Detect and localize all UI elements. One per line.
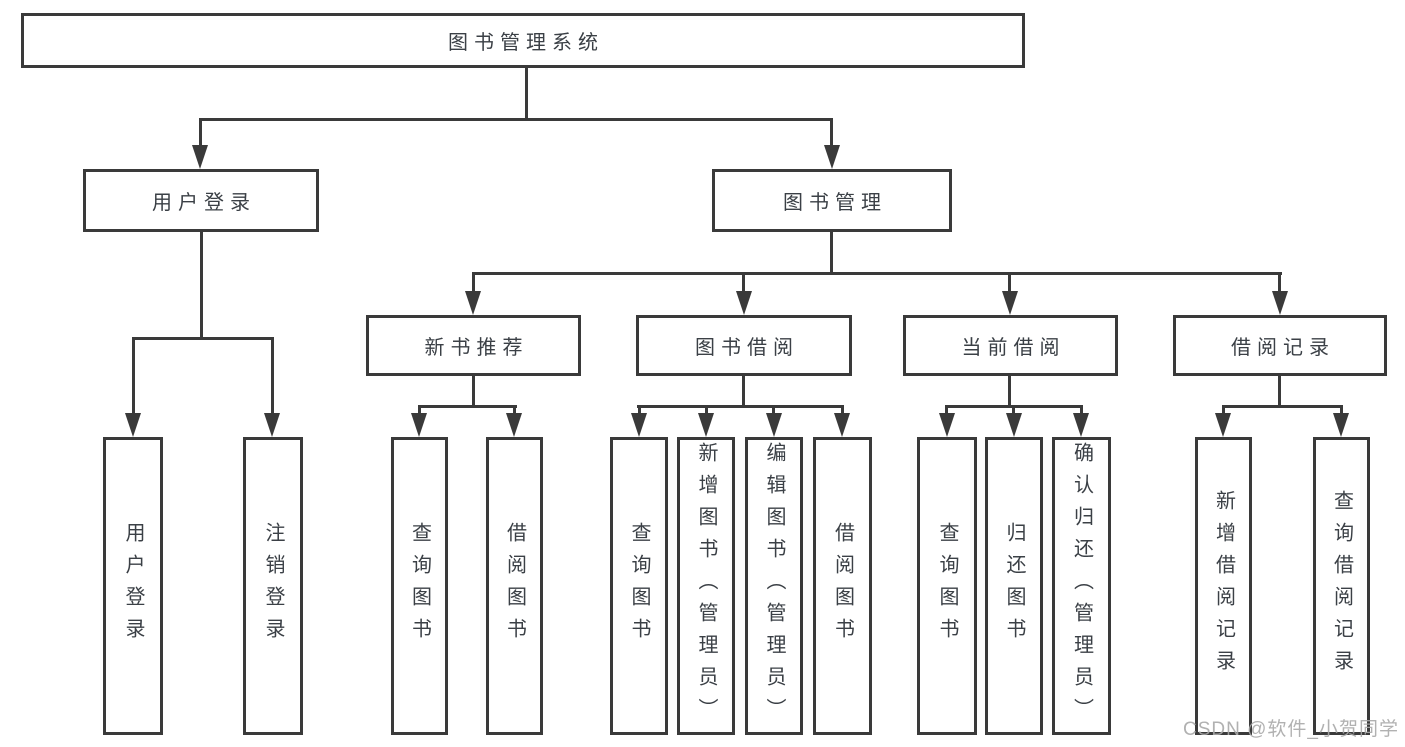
edge-drop-leaf-logout [271, 337, 274, 415]
node-borrow-record: 借阅记录 [1173, 315, 1387, 376]
node-current-borrow: 当前借阅 [903, 315, 1118, 376]
node-root: 图书管理系统 [21, 13, 1025, 68]
edge-drop-borrow-book-borrow [841, 405, 844, 417]
arrowhead-icon [264, 413, 280, 437]
leaf-query-borrow-record: 查询借阅记录 [1313, 437, 1370, 735]
csdn-watermark: CSDN @软件_小贺同学 [1183, 719, 1399, 740]
edge-new-book-rec-stub [472, 374, 475, 408]
leaf-confirm-return-admin: 确认归还（管理员） [1052, 437, 1111, 735]
arrowhead-icon [736, 291, 752, 315]
edge-drop-query-borrow-record [1340, 405, 1343, 417]
edge-drop-book-borrow [742, 272, 745, 293]
edge-drop-leaf-user-login [132, 337, 135, 415]
arrowhead-icon [766, 413, 782, 437]
arrowhead-icon [824, 145, 840, 169]
edge-drop-query-book-rec [418, 405, 421, 417]
leaf-borrow-book-under-new-rec: 借阅图书 [486, 437, 543, 735]
edge-drop-new-book-rec [472, 272, 475, 293]
leaf-add-book-admin: 新增图书（管理员） [677, 437, 735, 735]
edge-drop-add-borrow-record [1222, 405, 1225, 417]
edge-book-borrow-stub [742, 374, 745, 408]
arrowhead-icon [1006, 413, 1022, 437]
edge-book-borrow-hline [637, 405, 844, 408]
edge-borrow-record-hline [1222, 405, 1343, 408]
edge-drop-borrow-book-rec [513, 405, 516, 417]
edge-drop-add-book [705, 405, 708, 417]
leaf-query-book-under-new-rec: 查询图书 [391, 437, 448, 735]
edge-borrow-record-stub [1278, 374, 1281, 408]
edge-current-borrow-stub [1008, 374, 1011, 408]
edge-root-stub [525, 68, 528, 121]
edge-drop-query-book-borrow [638, 405, 641, 417]
edge-book-mgmt-hline [472, 272, 1282, 275]
edge-drop-user-login [199, 118, 202, 147]
node-new-book-rec: 新书推荐 [366, 315, 581, 376]
arrowhead-icon [631, 413, 647, 437]
arrowhead-icon [506, 413, 522, 437]
arrowhead-icon [192, 145, 208, 169]
leaf-borrow-book-under-borrow: 借阅图书 [813, 437, 872, 735]
edge-drop-current-borrow [1008, 272, 1011, 293]
leaf-query-book-under-current: 查询图书 [917, 437, 977, 735]
edge-drop-return-book [1012, 405, 1015, 417]
leaf-edit-book-admin: 编辑图书（管理员） [745, 437, 803, 735]
edge-user-login-stub [200, 232, 203, 340]
arrowhead-icon [1272, 291, 1288, 315]
arrowhead-icon [465, 291, 481, 315]
edge-user-login-hline [132, 337, 274, 340]
edge-new-book-rec-hline [418, 405, 517, 408]
arrowhead-icon [698, 413, 714, 437]
leaf-return-book: 归还图书 [985, 437, 1043, 735]
leaf-user-login: 用户登录 [103, 437, 163, 735]
node-user-login: 用户登录 [83, 169, 319, 232]
edge-drop-borrow-record [1278, 272, 1281, 293]
arrowhead-icon [125, 413, 141, 437]
arrowhead-icon [939, 413, 955, 437]
leaf-query-book-under-borrow: 查询图书 [610, 437, 668, 735]
edge-drop-book-mgmt [830, 118, 833, 147]
leaf-logout: 注销登录 [243, 437, 303, 735]
arrowhead-icon [1073, 413, 1089, 437]
edge-drop-confirm-return [1080, 405, 1083, 417]
arrowhead-icon [1215, 413, 1231, 437]
node-book-mgmt: 图书管理 [712, 169, 952, 232]
arrowhead-icon [411, 413, 427, 437]
edge-drop-query-book-current [945, 405, 948, 417]
edge-book-mgmt-stub [830, 232, 833, 275]
arrowhead-icon [1333, 413, 1349, 437]
edge-root-hline [199, 118, 833, 121]
node-book-borrow: 图书借阅 [636, 315, 852, 376]
leaf-add-borrow-record: 新增借阅记录 [1195, 437, 1252, 735]
arrowhead-icon [834, 413, 850, 437]
edge-drop-edit-book [772, 405, 775, 417]
arrowhead-icon [1002, 291, 1018, 315]
